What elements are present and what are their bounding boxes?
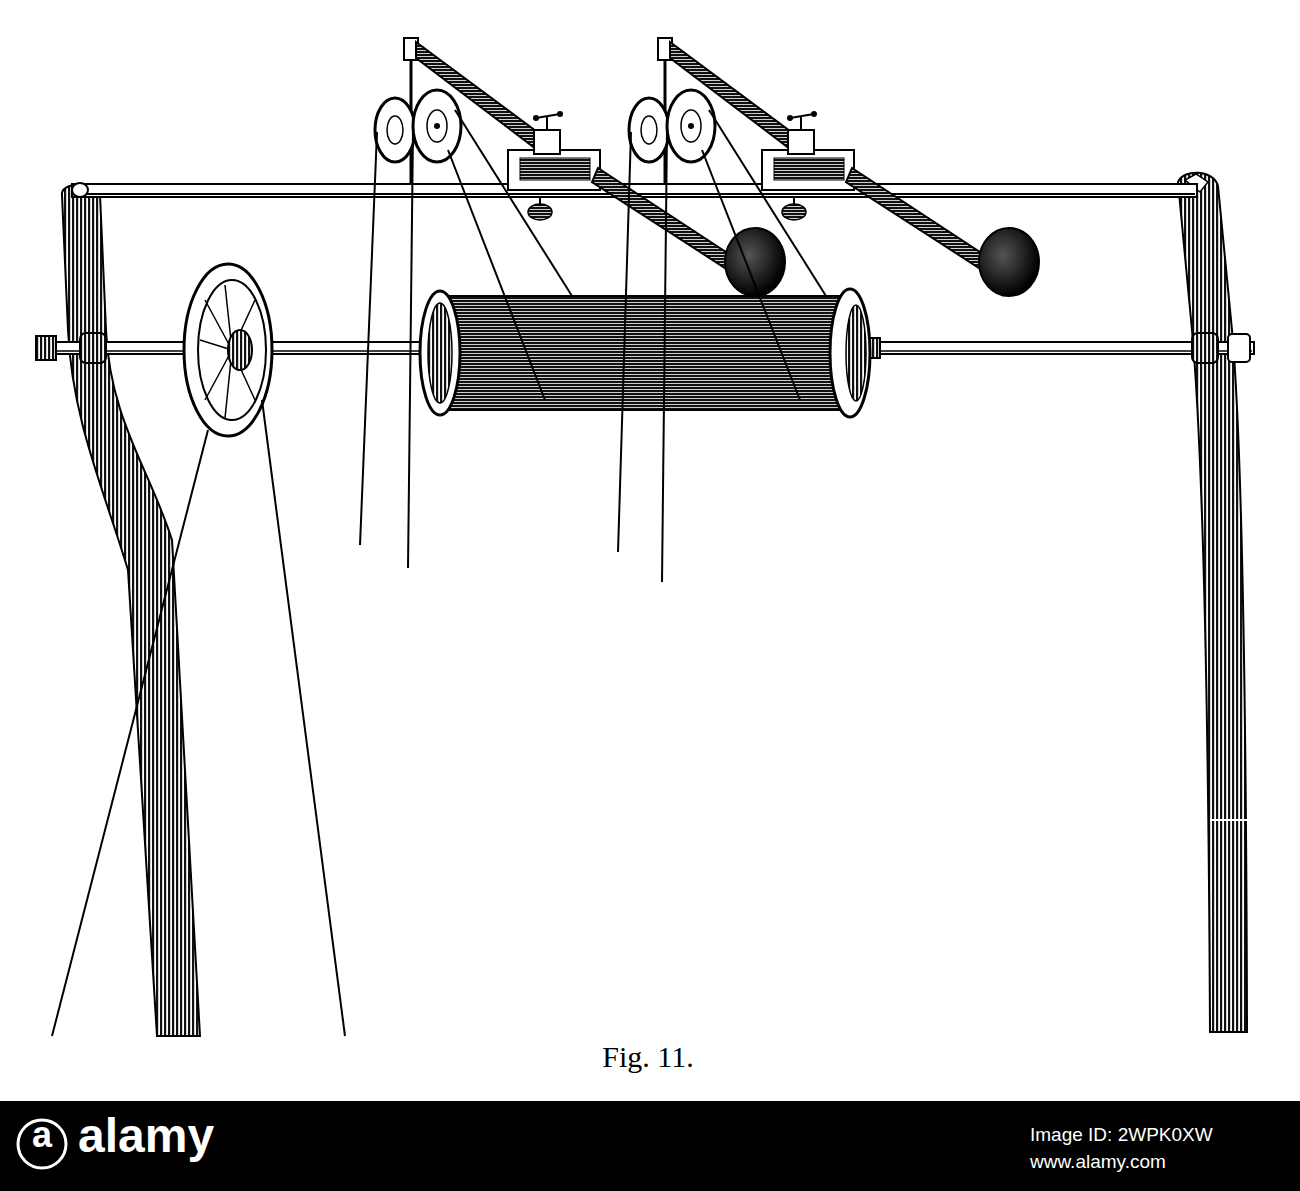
watermark-text: alamy: [78, 1110, 214, 1163]
right-post: [1178, 173, 1247, 1032]
watermark-url: www.alamy.com: [1030, 1152, 1166, 1173]
left-post: [62, 184, 200, 1036]
drive-pulley: [184, 264, 272, 436]
watermark-logo-letter: a: [32, 1115, 52, 1155]
image-id: Image ID: 2WPK0XW: [1030, 1125, 1213, 1146]
threads: [52, 110, 826, 1036]
tension-arm: [375, 38, 785, 296]
tension-arm: [629, 38, 1039, 296]
figure-caption: Fig. 11.: [602, 1040, 693, 1074]
winding-drum: [420, 289, 870, 417]
